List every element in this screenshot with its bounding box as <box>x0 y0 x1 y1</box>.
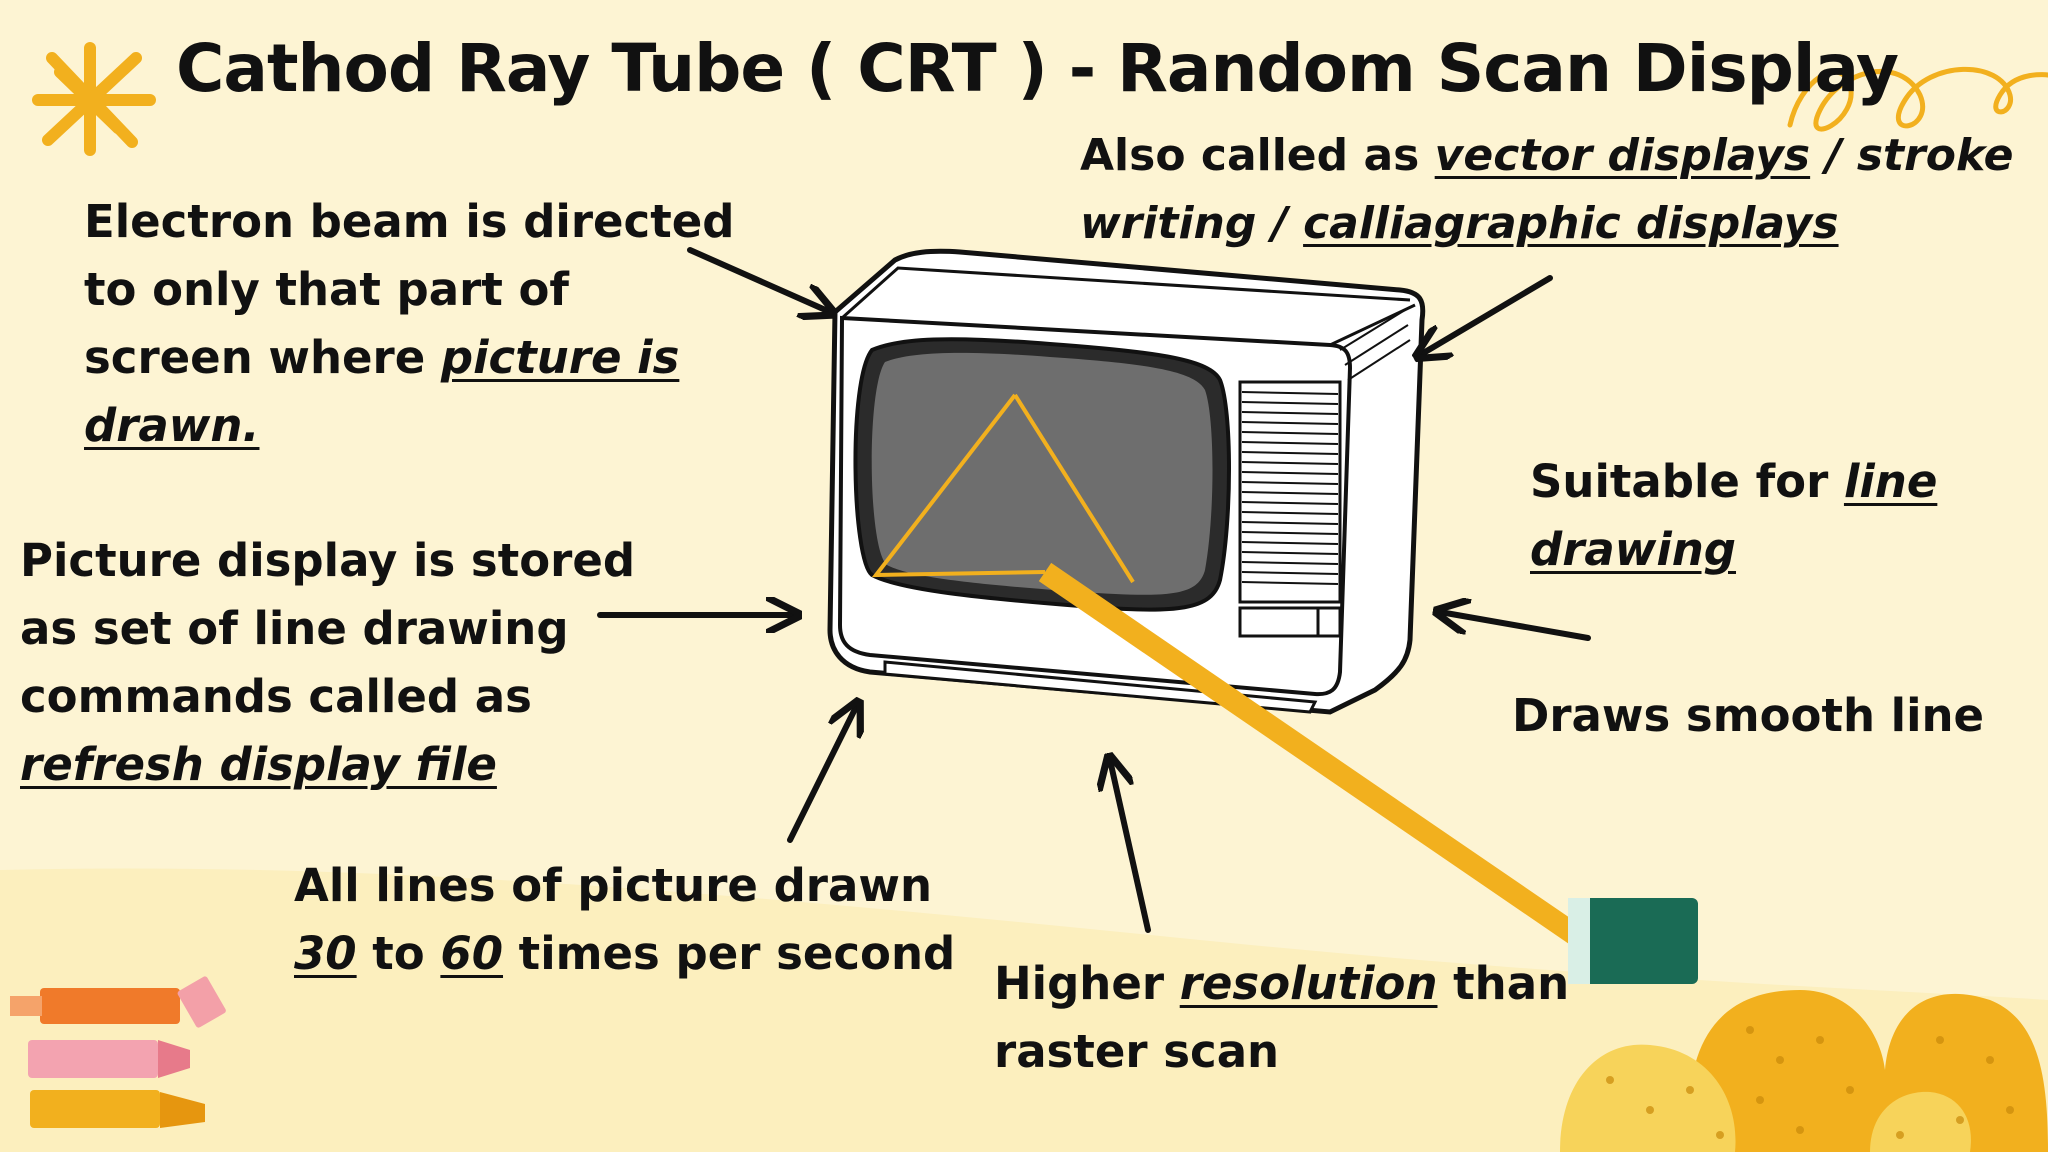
emphasis-text: refresh display file <box>20 738 497 791</box>
note-smooth-line: Draws smooth line <box>1512 682 1984 750</box>
note-higher-resolution: Higher resolution than raster scan <box>994 950 1569 1086</box>
note-text: Suitable for <box>1530 455 1844 508</box>
speaker-grille <box>1238 380 1342 604</box>
emphasis-text: resolution <box>1179 957 1438 1010</box>
emphasis-text: calliagraphic displays <box>1303 198 1839 249</box>
note-line: commands called as <box>20 670 532 723</box>
note-line: drawing <box>1530 516 1937 584</box>
light-pen-cable <box>1038 562 1597 955</box>
note-line: Draws smooth line <box>1512 689 1985 742</box>
note-electron-beam: Electron beam is directed to only that p… <box>84 188 734 460</box>
note-line: writing / calliagraphic displays <box>1080 190 2014 258</box>
arrow-resolution <box>1110 760 1151 933</box>
emphasis-text: 60 <box>440 927 504 980</box>
emphasis-text: picture is <box>440 331 680 384</box>
note-text: / stroke <box>1810 130 2014 181</box>
page-title: Cathod Ray Tube ( CRT ) - Random Scan Di… <box>176 30 1899 107</box>
emphasis-text: 30 <box>294 927 357 980</box>
note-suitable: Suitable for line drawing <box>1530 448 1937 584</box>
vector-triangle <box>871 393 1046 578</box>
note-line: Higher resolution than <box>994 950 1569 1018</box>
note-line: refresh display file <box>20 731 635 799</box>
note-line: to only that part of <box>84 263 570 316</box>
note-line: 30 to 60 times per second <box>294 920 955 988</box>
emphasis-text: line <box>1843 455 1938 508</box>
emphasis-text: vector displays <box>1434 130 1811 181</box>
note-line: All lines of picture drawn <box>294 859 932 912</box>
emphasis-text: drawn. <box>84 399 260 452</box>
note-text: than <box>1437 957 1570 1010</box>
note-line: Picture display is stored <box>20 534 636 587</box>
note-line: Also called as vector displays / stroke <box>1080 122 2014 190</box>
note-picture-display: Picture display is stored as set of line… <box>20 527 635 799</box>
note-line: raster scan <box>994 1025 1280 1078</box>
emphasis-text: drawing <box>1530 523 1737 576</box>
note-also-called: Also called as vector displays / stroke … <box>1080 122 2014 258</box>
note-text: writing / <box>1080 198 1304 249</box>
note-text: to <box>356 927 441 980</box>
note-line: drawn. <box>84 392 734 460</box>
note-text: screen where <box>84 331 441 384</box>
note-line: screen where picture is <box>84 324 734 392</box>
crt-screen <box>871 352 1213 595</box>
note-text: Higher <box>994 957 1180 1010</box>
side-vents <box>1339 309 1411 381</box>
light-pen-head <box>1568 898 1698 984</box>
control-panel <box>1238 606 1342 638</box>
note-text: times per second <box>503 927 956 980</box>
monitor-base <box>883 660 1318 714</box>
note-line: Electron beam is directed <box>84 195 735 248</box>
note-line: as set of line drawing <box>20 602 569 655</box>
arrow-all-lines <box>787 705 857 843</box>
arrow-suitable <box>1440 612 1591 641</box>
note-all-lines: All lines of picture drawn 30 to 60 time… <box>294 852 955 988</box>
arrow-also-called <box>1420 275 1553 355</box>
background-wave <box>0 868 2048 1152</box>
note-text: Also called as <box>1080 130 1435 181</box>
arrow-electron-beam <box>687 247 830 312</box>
note-line: Suitable for line <box>1530 448 1937 516</box>
